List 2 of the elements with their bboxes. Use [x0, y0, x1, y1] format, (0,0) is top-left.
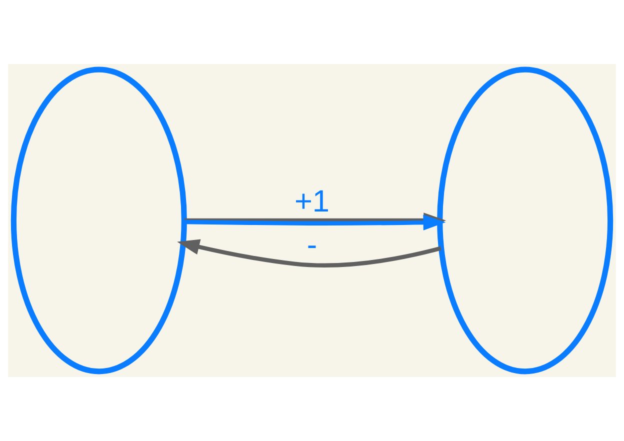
edge-label: +1 [294, 184, 330, 219]
edge-label: - [306, 226, 318, 262]
